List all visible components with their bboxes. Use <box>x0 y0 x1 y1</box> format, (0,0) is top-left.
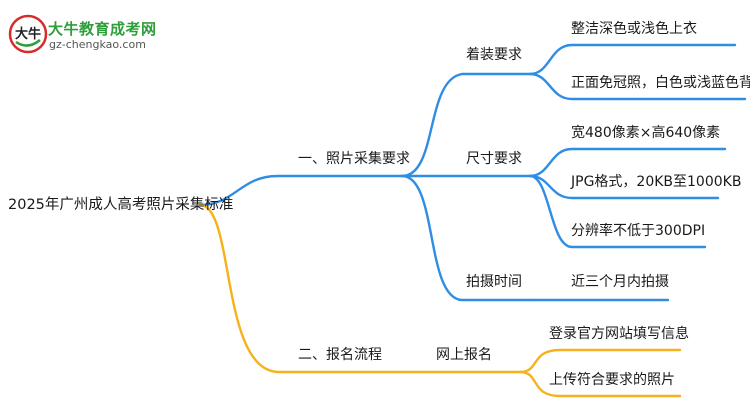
branch2-node: 二、报名流程 <box>298 347 382 363</box>
dress-item-2: 正面免冠照，白色或浅蓝色背景 <box>571 75 750 91</box>
edge-online-item1 <box>518 348 682 374</box>
size-item-3: 分辨率不低于300DPI <box>571 223 706 239</box>
root-node: 2025年广州成人高考照片采集标准 <box>8 197 234 213</box>
logo-badge-icon: 大牛 <box>8 14 48 54</box>
online-item-2: 上传符合要求的照片 <box>549 372 675 388</box>
edge-online-item2 <box>518 370 682 398</box>
size-item-2: JPG格式，20KB至1000KB <box>571 174 742 190</box>
edge-branch1-dress <box>400 72 532 178</box>
size-item-1: 宽480像素×高640像素 <box>571 125 721 141</box>
online-node: 网上报名 <box>436 347 492 363</box>
dress-node: 着装要求 <box>466 47 522 63</box>
edge-size-item1 <box>528 147 727 178</box>
edge-dress-item1 <box>528 43 737 76</box>
time-node: 拍摄时间 <box>466 274 522 290</box>
size-node: 尺寸要求 <box>466 151 522 167</box>
edge-root-branch1 <box>198 174 404 207</box>
svg-text:大牛: 大牛 <box>15 26 41 42</box>
site-logo: 大牛 大牛教育成考网 gz-chengkao.com <box>8 14 168 56</box>
dress-item-1: 整洁深色或浅色上衣 <box>571 21 697 37</box>
logo-url: gz-chengkao.com <box>49 38 146 51</box>
logo-name: 大牛教育成考网 <box>48 20 157 38</box>
branch1-node: 一、照片采集要求 <box>298 151 410 167</box>
online-item-1: 登录官方网站填写信息 <box>549 326 689 342</box>
time-item-1: 近三个月内拍摄 <box>571 274 669 290</box>
edge-branch1-time <box>400 174 532 302</box>
edge-dress-item2 <box>528 72 747 101</box>
edge-size-item3 <box>528 174 707 249</box>
edge-root-branch2 <box>198 203 522 374</box>
